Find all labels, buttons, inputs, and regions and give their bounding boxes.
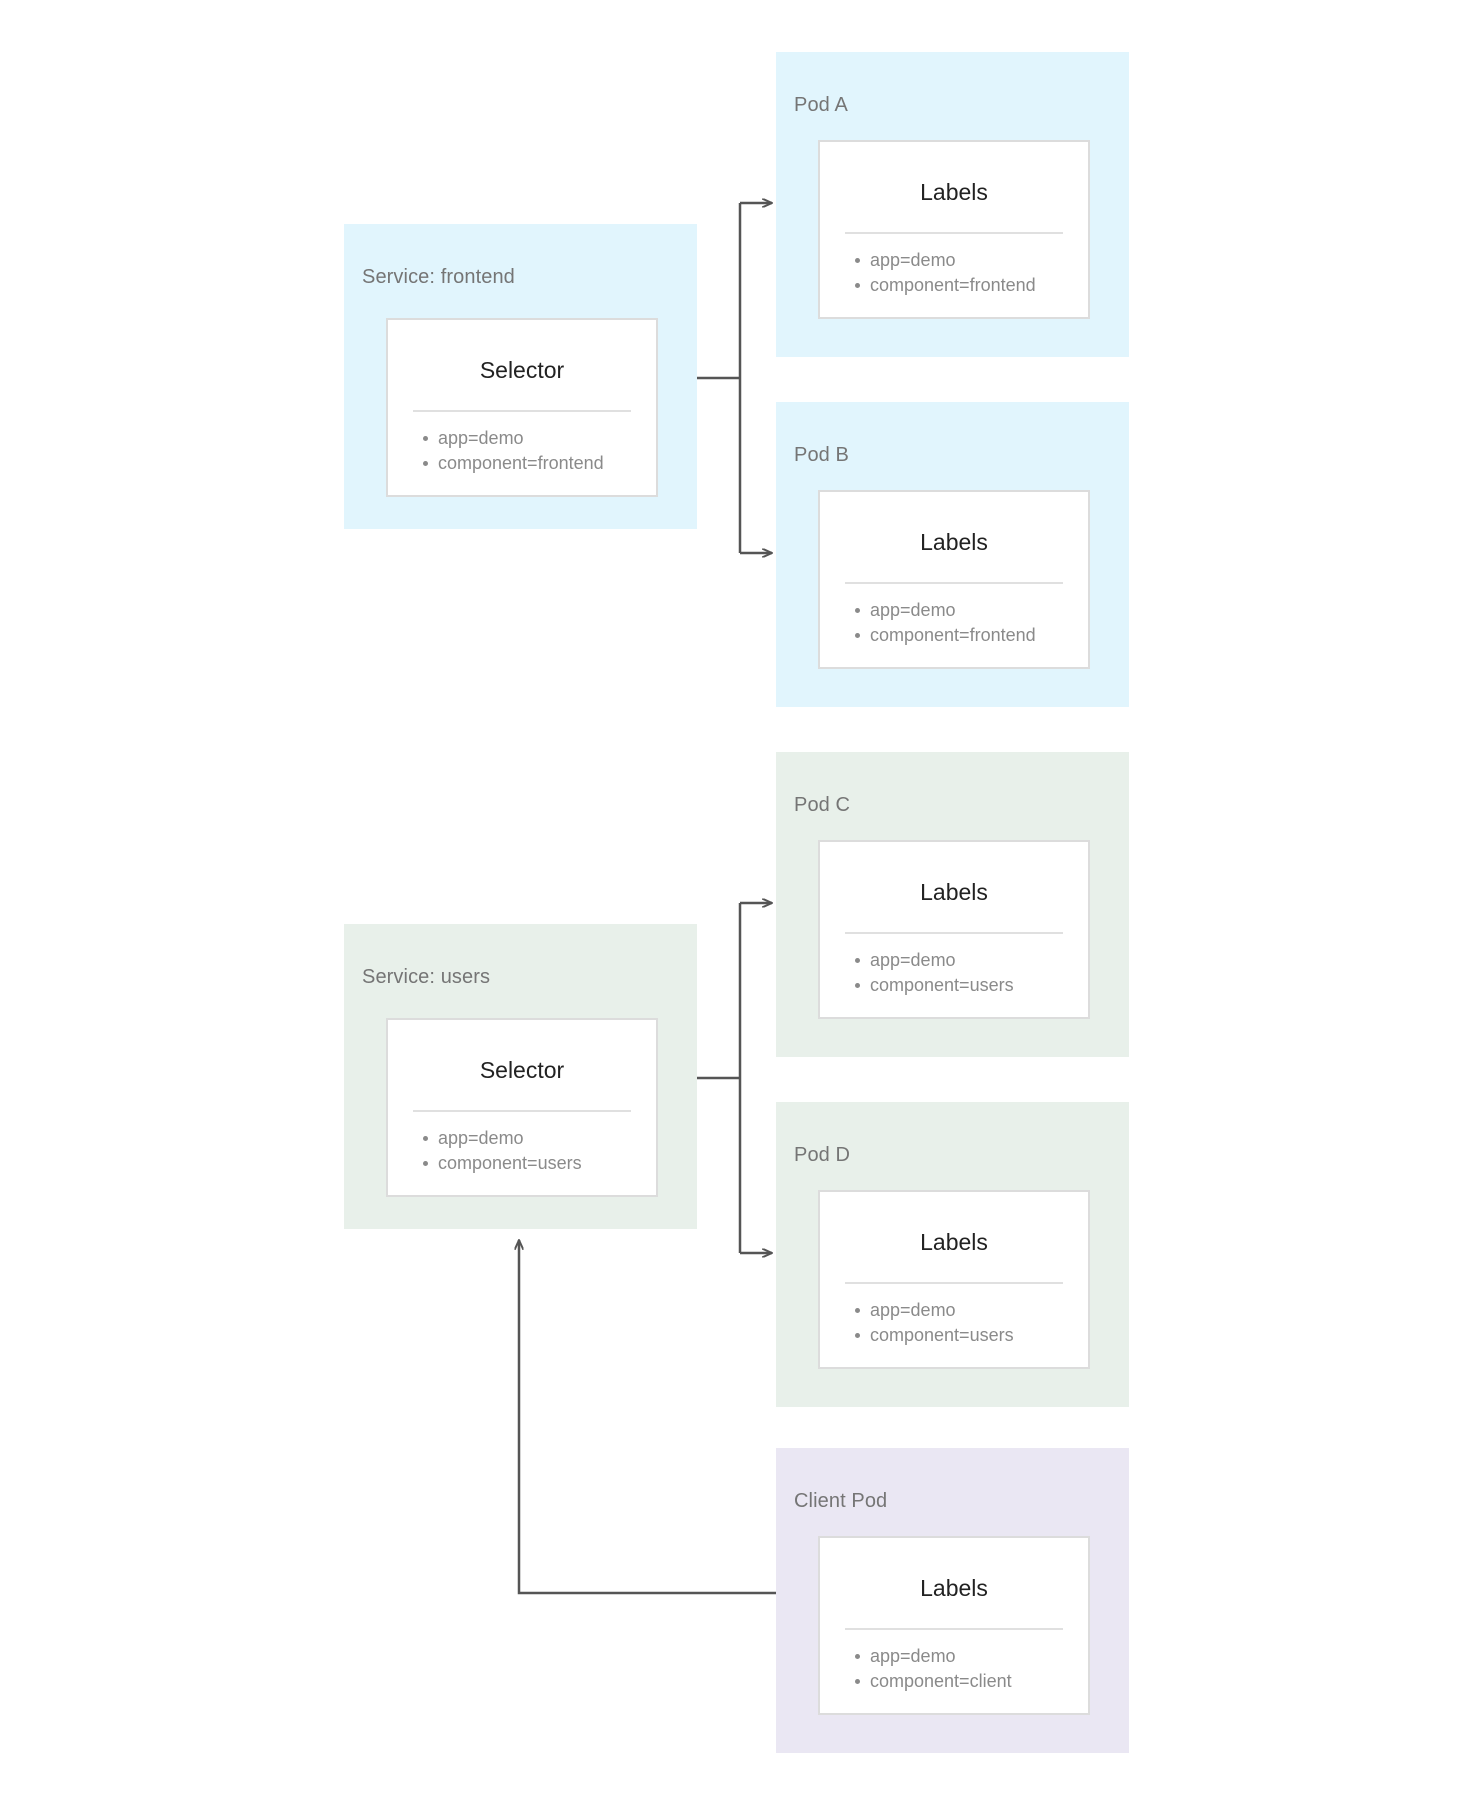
pod-b-group[interactable]: Pod B Labels app=demo component=frontend [776,402,1129,707]
pod-label-item: component=client [852,1669,1012,1694]
pod-label-item: app=demo [852,948,1014,973]
labels-card-title: Labels [920,1229,988,1255]
card-divider [845,582,1063,584]
card-divider [845,232,1063,234]
pod-label-item: app=demo [852,1298,1014,1323]
pod-c-group[interactable]: Pod C Labels app=demo component=users [776,752,1129,1057]
service-frontend-selector-list: app=demo component=frontend [420,426,604,476]
pod-a-labels-card[interactable]: Labels app=demo component=frontend [818,140,1090,319]
pod-b-title: Pod B [794,444,849,466]
pod-a-title: Pod A [794,94,848,116]
labels-card-title: Labels [920,179,988,205]
pod-label-item: app=demo [852,248,1036,273]
pod-d-title: Pod D [794,1144,851,1166]
pod-d-labels-card[interactable]: Labels app=demo component=users [818,1190,1090,1369]
pod-label-item: app=demo [852,598,1036,623]
selector-card-title: Selector [479,1057,565,1083]
connector-client-to-users [519,1240,776,1595]
service-frontend-title: Service: frontend [362,266,515,288]
service-users-selector-list: app=demo component=users [420,1126,582,1176]
card-divider [845,932,1063,934]
selector-label-item: app=demo [420,1126,582,1151]
pod-label-item: component=frontend [852,273,1036,298]
service-users-title: Service: users [362,966,491,988]
labels-card-title: Labels [920,879,988,905]
pod-b-labels-card[interactable]: Labels app=demo component=frontend [818,490,1090,669]
client-pod-labels-card[interactable]: Labels app=demo component=client [818,1536,1090,1715]
service-users-selector-card[interactable]: Selector app=demo component=users [386,1018,658,1197]
card-divider [845,1628,1063,1630]
selector-label-item: component=frontend [420,451,604,476]
card-divider [413,1110,631,1112]
pod-d-labels-list: app=demo component=users [852,1298,1014,1348]
pod-a-group[interactable]: Pod A Labels app=demo component=frontend [776,52,1129,357]
pod-label-item: component=frontend [852,623,1036,648]
service-frontend-group[interactable]: Service: frontend Selector app=demo comp… [344,224,697,529]
card-divider [845,1282,1063,1284]
pod-label-item: app=demo [852,1644,1012,1669]
pod-c-title: Pod C [794,794,851,816]
client-pod-title: Client Pod [794,1490,888,1512]
client-pod-group[interactable]: Client Pod Labels app=demo component=cli… [776,1448,1129,1753]
pod-a-labels-list: app=demo component=frontend [852,248,1036,298]
pod-b-labels-list: app=demo component=frontend [852,598,1036,648]
service-frontend-selector-card[interactable]: Selector app=demo component=frontend [386,318,658,497]
pod-c-labels-card[interactable]: Labels app=demo component=users [818,840,1090,1019]
labels-card-title: Labels [920,1575,988,1601]
selector-card-title: Selector [479,357,565,383]
selector-label-item: component=users [420,1151,582,1176]
pod-d-group[interactable]: Pod D Labels app=demo component=users [776,1102,1129,1407]
pod-c-labels-list: app=demo component=users [852,948,1014,998]
pod-label-item: component=users [852,973,1014,998]
pod-label-item: component=users [852,1323,1014,1348]
card-divider [413,410,631,412]
labels-card-title: Labels [920,529,988,555]
service-users-group[interactable]: Service: users Selector app=demo compone… [344,924,697,1229]
selector-label-item: app=demo [420,426,604,451]
client-pod-labels-list: app=demo component=client [852,1644,1012,1694]
